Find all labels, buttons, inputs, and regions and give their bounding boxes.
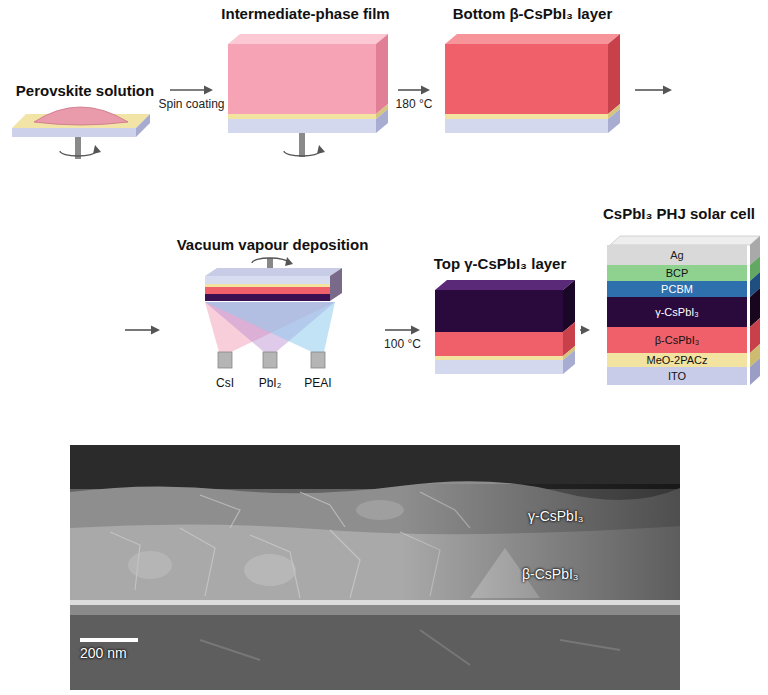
arrow-line — [398, 89, 422, 91]
evaporator — [205, 257, 342, 368]
layer-band: β-CsPbI₃ — [607, 327, 747, 353]
step-title: Intermediate-phase film — [216, 5, 395, 23]
layer-label: BCP — [666, 267, 689, 280]
source-label: CsI — [216, 376, 234, 390]
step-title: Perovskite solution — [3, 82, 167, 100]
layer-label: PCBM — [661, 283, 693, 296]
film-slab — [445, 34, 620, 133]
process-step: Intermediate-phase film — [216, 5, 395, 170]
arrow-head — [421, 86, 430, 95]
layer-label: β-CsPbI₃ — [655, 334, 699, 347]
step-title: CsPbI₃ PHJ solar cell — [593, 205, 765, 223]
arrow-line — [125, 329, 152, 331]
edge-label: Spin coating — [158, 97, 224, 111]
layer-band: BCP — [607, 265, 747, 281]
arrow-head — [581, 326, 590, 335]
arrow-line — [385, 329, 412, 331]
process-step: Top γ-CsPbI₃ layer — [423, 255, 577, 390]
layer-label: MeO-2PACz — [647, 354, 708, 367]
arrow-line — [170, 89, 205, 91]
process-step: CsPbI₃ PHJ solar cellAgBCP PCBM γ-CsPbI₃ β-… — [593, 205, 765, 390]
process-arrow — [398, 86, 430, 95]
layer-band: PCBM — [607, 281, 747, 297]
process-arrow — [385, 326, 420, 335]
layer-label: γ-CsPbI₃ — [655, 306, 699, 319]
step-title: Vacuum vapour deposition — [163, 236, 382, 254]
step-title: Bottom β-CsPbI₃ layer — [433, 5, 632, 23]
edge-label: 100 °C — [384, 337, 421, 351]
process-arrow — [125, 86, 672, 335]
layer-label: ITO — [668, 370, 686, 383]
arrow-head — [411, 326, 420, 335]
layer-band: ITO — [607, 367, 747, 385]
image-label: γ-CsPbI₃ — [528, 508, 584, 524]
arrow-head — [204, 86, 213, 95]
step-title: Top γ-CsPbI₃ layer — [423, 255, 577, 273]
arrow-head — [663, 86, 672, 95]
process-arrow — [580, 326, 590, 335]
film-slab — [435, 280, 575, 374]
source-label: PEAI — [304, 376, 331, 390]
layer-band: γ-CsPbI₃ — [607, 297, 747, 327]
image-label: 200 nm — [80, 645, 127, 661]
arrow-head — [151, 326, 160, 335]
arrow-line — [635, 89, 664, 91]
process-step: Vacuum vapour deposition — [163, 236, 382, 396]
layer-band: MeO-2PACz — [607, 353, 747, 367]
layer-band: Ag — [607, 245, 747, 265]
source-label: PbI₂ — [259, 376, 282, 390]
edge-label: 180 °C — [396, 97, 433, 111]
process-arrow — [170, 86, 213, 95]
layer-label: Ag — [670, 249, 683, 262]
spin-coater — [12, 107, 150, 159]
sem-image — [70, 445, 680, 690]
process-step: Bottom β-CsPbI₃ layer — [433, 5, 632, 155]
image-label: β-CsPbI₃ — [522, 566, 579, 582]
process-step: Perovskite solution — [3, 82, 167, 170]
film-slab — [228, 34, 388, 157]
